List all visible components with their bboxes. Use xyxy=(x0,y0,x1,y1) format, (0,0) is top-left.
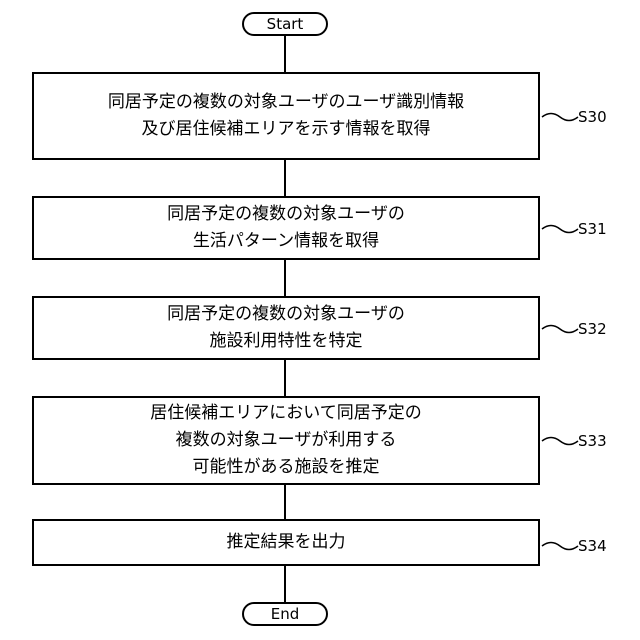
step-id-s30: S30 xyxy=(578,108,607,126)
step-id-s34: S34 xyxy=(578,537,607,555)
step-text-line: 同居予定の複数の対象ユーザの xyxy=(167,201,405,228)
start-terminal: Start xyxy=(242,12,328,36)
step-text-line: 生活パターン情報を取得 xyxy=(193,228,379,255)
step-text-line: 同居予定の複数の対象ユーザの xyxy=(167,301,405,328)
step-label-leader-s33 xyxy=(542,438,578,445)
step-text-line: 複数の対象ユーザが利用する xyxy=(176,427,397,454)
step-text-line: 居住候補エリアにおいて同居予定の xyxy=(150,400,422,427)
step-text-line: 施設利用特性を特定 xyxy=(210,328,363,355)
step-label-leader-s31 xyxy=(542,226,578,233)
step-id-s32: S32 xyxy=(578,320,607,338)
step-label-leader-s30 xyxy=(542,114,578,121)
end-label: End xyxy=(271,605,300,623)
step-box-s33: 居住候補エリアにおいて同居予定の 複数の対象ユーザが利用する 可能性がある施設を… xyxy=(32,396,540,485)
step-id-s31: S31 xyxy=(578,220,607,238)
step-box-s30: 同居予定の複数の対象ユーザのユーザ識別情報 及び居住候補エリアを示す情報を取得 xyxy=(32,72,540,160)
step-label-leader-s34 xyxy=(542,543,578,550)
step-box-s32: 同居予定の複数の対象ユーザの 施設利用特性を特定 xyxy=(32,296,540,360)
step-box-s31: 同居予定の複数の対象ユーザの 生活パターン情報を取得 xyxy=(32,196,540,260)
step-text-line: 推定結果を出力 xyxy=(227,529,346,556)
step-label-leader-s32 xyxy=(542,326,578,333)
step-id-s33: S33 xyxy=(578,432,607,450)
end-terminal: End xyxy=(242,602,328,626)
step-text-line: 及び居住候補エリアを示す情報を取得 xyxy=(142,116,431,143)
step-text-line: 同居予定の複数の対象ユーザのユーザ識別情報 xyxy=(108,89,464,116)
step-text-line: 可能性がある施設を推定 xyxy=(193,454,380,481)
start-label: Start xyxy=(267,15,304,33)
step-box-s34: 推定結果を出力 xyxy=(32,519,540,566)
